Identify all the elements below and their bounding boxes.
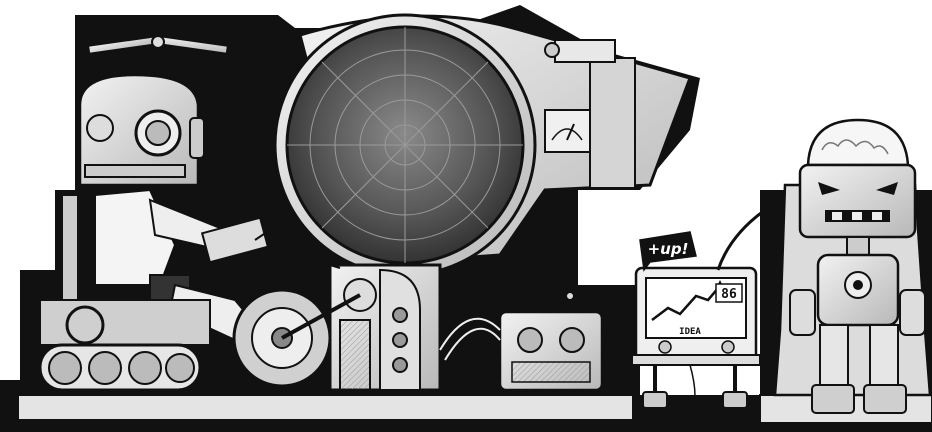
left-robot bbox=[38, 34, 270, 392]
monitor-counter: 86 bbox=[721, 287, 737, 302]
monitor-idea-label: IDEA bbox=[679, 327, 701, 337]
speech-bubble-text: +up! bbox=[648, 240, 689, 258]
floor-platform bbox=[17, 394, 634, 421]
giant-machine bbox=[232, 13, 692, 392]
speech-bubble bbox=[639, 231, 697, 272]
monitor-robot: 86 IDEA +up! bbox=[631, 188, 801, 421]
boombox-robot bbox=[439, 291, 604, 392]
right-robot bbox=[773, 118, 932, 414]
